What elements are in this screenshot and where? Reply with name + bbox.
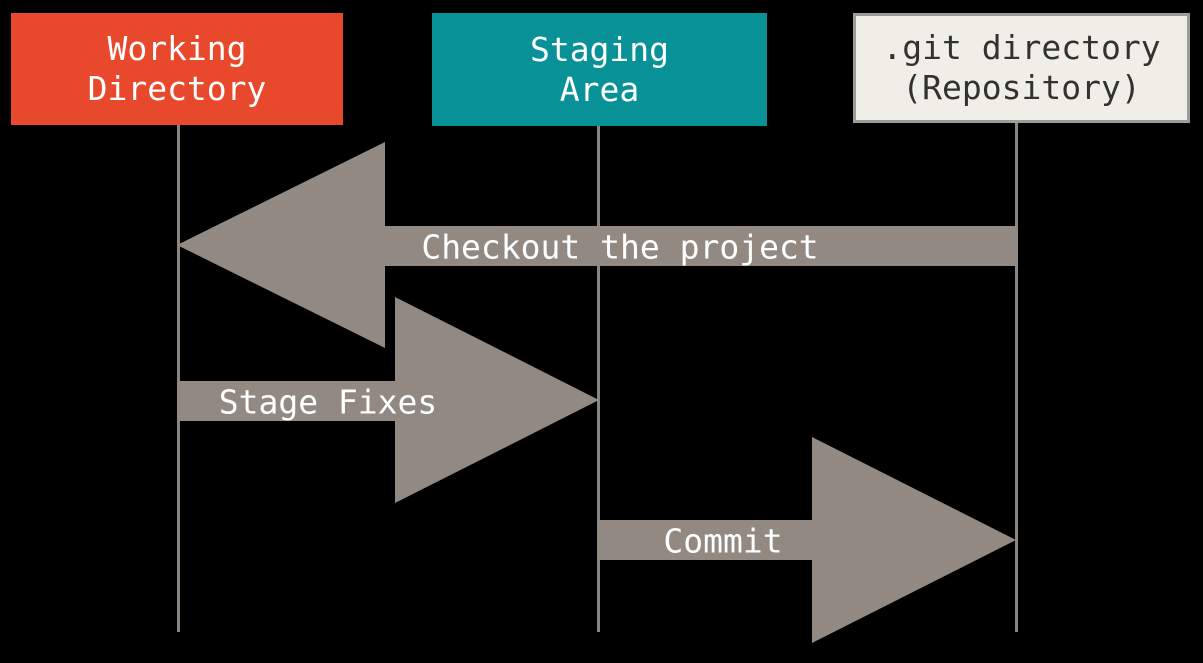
commit-arrow-label: Commit [663, 521, 783, 561]
checkout-arrow-label: Checkout the project [421, 227, 819, 267]
checkout-arrow [177, 142, 1018, 348]
staging-area-lifeline [597, 126, 600, 632]
working-directory-box: Working Directory [11, 13, 343, 125]
stage-fixes-arrow-label: Stage Fixes [218, 382, 438, 422]
working-directory-lifeline [177, 125, 180, 632]
stage-fixes-arrow [177, 297, 599, 503]
staging-area-box: Staging Area [432, 13, 767, 126]
git-directory-label: .git directory (Repository) [882, 28, 1161, 107]
git-directory-lifeline [1015, 123, 1018, 632]
working-directory-label: Working Directory [87, 29, 267, 108]
staging-area-label: Staging Area [529, 29, 670, 109]
git-directory-box: .git directory (Repository) [853, 13, 1190, 123]
commit-arrow [597, 437, 1016, 643]
